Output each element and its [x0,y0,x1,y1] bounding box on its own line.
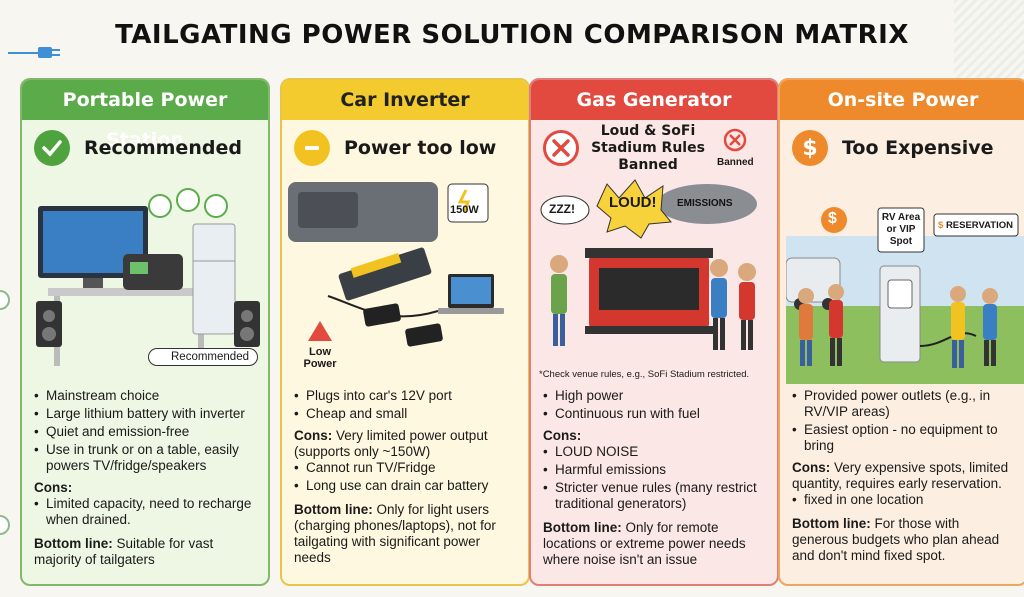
card-car-inverter: Car Inverter Power too low 150W Low Powe… [280,78,530,586]
rv-area-label: RV Area or VIP Spot [881,212,921,247]
card-header: Portable Power Station [22,80,268,151]
power-station-illustration [36,188,260,366]
reservation-label: $ RESERVATION [938,220,1013,231]
pro-item: Plugs into car's 12V port [294,388,516,404]
pro-item: Large lithium battery with inverter [34,406,256,422]
pro-item: Quiet and emission-free [34,424,256,440]
ban-icon [724,128,747,152]
bottom-line: Bottom line: Only for light users (charg… [294,502,496,565]
con-item: LOUD NOISE [543,444,765,460]
pros-list: High power Continuous run with fuel [543,388,765,422]
card-body: Provided power outlets (e.g., in RV/VIP … [780,384,1024,564]
minus-icon [294,130,330,166]
on-site-power-illustration [785,207,1024,384]
cons-heading: Cons: Very limited power output (support… [294,428,488,459]
dollar-coin-icon: $ [828,210,837,227]
x-icon [543,130,579,166]
cons-list: Cannot run TV/Fridge Long use can drain … [294,460,516,494]
cons-list: Limited capacity, need to recharge when … [34,496,256,528]
loud-label: LOUD! [609,194,657,211]
watt-label: 150W [450,204,479,216]
illustration-car-inverter: 150W Low Power [288,176,522,384]
status-text: Too Expensive [842,137,994,159]
cons-label: Cons: [34,480,73,495]
car-inverter-illustration [288,182,504,347]
card-header: On-site Power [780,80,1024,120]
pro-item: Mainstream choice [34,388,256,404]
card-body: Plugs into car's 12V port Cheap and smal… [282,384,528,566]
cons-heading: Cons: Very expensive spots, limited quan… [792,460,1009,491]
con-item: Limited capacity, need to recharge when … [34,496,256,528]
bottom-line: Bottom line: Only for remote locations o… [543,520,746,567]
emissions-label: EMISSIONS [677,198,733,209]
corner-hatch-decoration [954,0,1024,90]
recommended-pill: Recommended [148,348,258,366]
cons-list: fixed in one location [792,492,1014,508]
card-on-site-power: On-site Power $ Too Expensive $ RV Area … [778,78,1024,586]
check-icon [34,130,70,166]
card-header: Gas Generator [531,80,777,120]
status-row: Recommended [22,120,268,176]
card-body: High power Continuous run with fuel Cons… [531,384,777,568]
pro-item: Continuous run with fuel [543,406,765,422]
cons-label: Cons: [543,428,582,443]
dollar-icon: $ [792,130,828,166]
con-item: Cannot run TV/Fridge [294,460,516,476]
edge-connector-icon [0,515,10,535]
bottom-line: Bottom line: For those with generous bud… [792,516,1000,563]
pro-item: High power [543,388,765,404]
bottom-line: Bottom line: Suitable for vast majority … [34,536,214,567]
venue-note: *Check venue rules, e.g., SoFi Stadium r… [539,369,750,380]
status-row: $ Too Expensive [780,120,1024,176]
cons-list: LOUD NOISE Harmful emissions Stricter ve… [543,444,765,512]
edge-connector-icon [0,290,10,310]
status-text: Recommended [84,137,242,159]
card-portable-power-station: Portable Power Station Recommended Re [20,78,270,586]
con-item: Stricter venue rules (many restrict trad… [543,480,765,512]
pro-item: Use in trunk or on a table, easily power… [34,442,256,474]
pros-list: Plugs into car's 12V port Cheap and smal… [294,388,516,422]
page-title: TAILGATING POWER SOLUTION COMPARISON MAT… [115,20,909,50]
banned-badge: Banned [717,128,754,168]
con-item: Long use can drain car battery [294,478,516,494]
status-row: Power too low [282,120,528,176]
status-row: Loud & SoFi Stadium Rules Banned Banned [531,120,777,176]
plug-icon [8,47,60,58]
pros-list: Mainstream choice Large lithium battery … [34,388,256,474]
low-power-label: Low Power [303,346,337,370]
zzz-label: ZZZ! [549,202,575,216]
status-text: Power too low [344,137,497,159]
illustration-on-site-power: $ RV Area or VIP Spot $ RESERVATION [785,176,1024,384]
con-item: Harmful emissions [543,462,765,478]
pros-list: Provided power outlets (e.g., in RV/VIP … [792,388,1014,454]
pro-item: Cheap and small [294,406,516,422]
status-text: Loud & SoFi Stadium Rules Banned [591,122,705,173]
card-gas-generator: Gas Generator Loud & SoFi Stadium Rules … [529,78,779,586]
card-header: Car Inverter [282,80,528,120]
illustration-power-station-setup: Recommended [28,176,262,384]
pro-item: Easiest option - no equipment to bring [792,422,1014,454]
con-item: fixed in one location [792,492,1014,508]
gas-generator-illustration [540,179,757,350]
pro-item: Provided power outlets (e.g., in RV/VIP … [792,388,1014,420]
card-body: Mainstream choice Large lithium battery … [22,384,268,568]
illustration-gas-generator: ZZZ! LOUD! EMISSIONS *Check venue rules,… [537,176,771,384]
